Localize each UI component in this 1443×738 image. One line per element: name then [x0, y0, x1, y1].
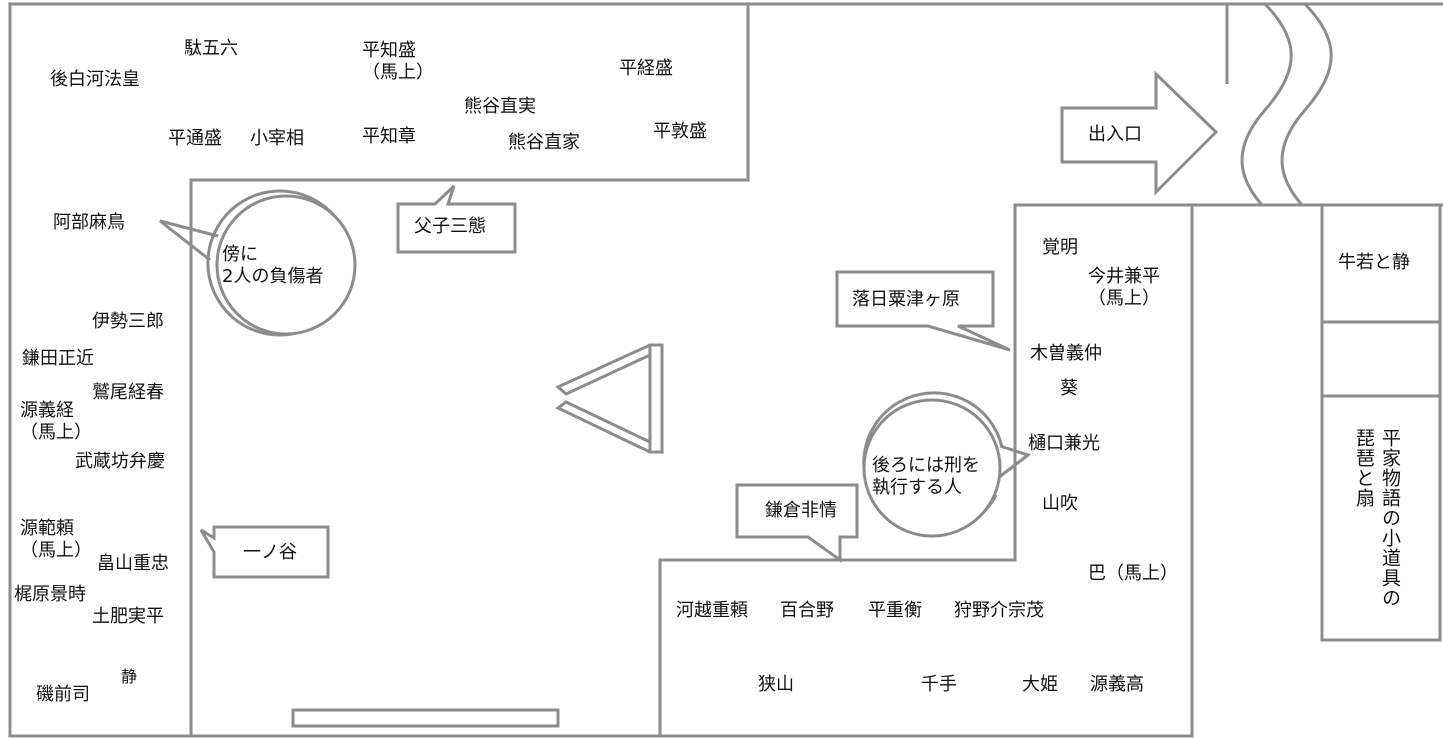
label-taira-tsunemori: 平経盛 — [619, 58, 673, 79]
center-stand — [555, 343, 664, 454]
label-minamoto-yoshitaka: 源義高 — [1090, 674, 1144, 695]
label-kosaisho: 小宰相 — [250, 128, 304, 149]
callout-ichinotani: 一ノ谷 — [243, 542, 297, 563]
label-kakumei: 覚明 — [1042, 237, 1078, 258]
callout-box-ichinotani — [199, 525, 330, 579]
label-iso-no-zenji: 磯前司 — [36, 684, 90, 705]
label-dagoroku: 駄五六 — [184, 38, 238, 59]
label-hatakeyama-shigetada: 畠山重忠 — [97, 553, 169, 574]
side-room-ushiwaka-label: 牛若と静 — [1338, 252, 1410, 273]
bubble-executioners-text: 後ろには刑を 執行する人 — [872, 455, 980, 498]
label-kano-no-suke-munemochi: 狩野介宗茂 — [954, 600, 1044, 621]
label-shizuka-small: 静 — [121, 667, 138, 686]
label-washio-tsuneharu: 鷲尾経春 — [92, 382, 164, 403]
bubble-injured-circle — [215, 194, 357, 336]
label-kawagoe-shigeyori: 河越重頼 — [676, 600, 748, 621]
bubble-executioners-circle — [862, 398, 1002, 538]
bench — [291, 708, 560, 728]
label-taira-tomoakira: 平知章 — [362, 126, 416, 147]
callout-box-kamakura — [735, 483, 859, 563]
label-yurino: 百合野 — [780, 600, 834, 621]
side-room-props-line2: 琵琶と扇 — [1353, 428, 1375, 508]
label-sayama: 狭山 — [758, 674, 794, 695]
callout-box-rakujitsu — [835, 270, 1011, 352]
bubble-injured-tail — [159, 219, 219, 262]
label-taira-atsumori: 平敦盛 — [653, 121, 707, 142]
curtain-wave-2 — [1280, 2, 1333, 206]
label-musashibo-benkei: 武蔵坊弁慶 — [75, 451, 165, 472]
label-kumagai-naozane: 熊谷直実 — [464, 96, 536, 117]
bubble-injured-text: 傍に 2人の負傷者 — [222, 244, 324, 287]
label-ohime: 大姫 — [1022, 674, 1058, 695]
label-abe-no-asadori: 阿部麻鳥 — [53, 212, 125, 233]
side-room-props — [1320, 394, 1442, 642]
label-kiso-yoshinaka: 木曽義仲 — [1030, 343, 1102, 364]
callout-fushi-sanyu: 父子三態 — [414, 216, 486, 237]
label-taira-shigehira: 平重衡 — [868, 600, 922, 621]
label-go-shirakawa: 後白河法皇 — [50, 69, 140, 90]
curtain-wave-1 — [1240, 2, 1293, 206]
label-kajiwara-kagetoki: 梶原景時 — [14, 584, 86, 605]
label-ise-saburo: 伊勢三郎 — [92, 311, 164, 332]
label-higuchi-kanemitsu: 樋口兼光 — [1028, 433, 1100, 454]
label-kamata-masachika: 鎌田正近 — [22, 348, 94, 369]
label-taira-tomomori: 平知盛 （馬上） — [362, 40, 434, 83]
label-minamoto-yoshitsune: 源義経 （馬上） — [20, 400, 92, 443]
side-room-empty — [1320, 320, 1442, 398]
label-senju: 千手 — [921, 674, 957, 695]
entrance-arrow — [1060, 70, 1219, 196]
entrance-label: 出入口 — [1088, 124, 1142, 145]
label-kumagai-naoie: 熊谷直家 — [508, 132, 580, 153]
label-tomoe: 巴（馬上） — [1088, 563, 1178, 584]
label-yamabuki: 山吹 — [1042, 493, 1078, 514]
label-imai-kanehira: 今井兼平 （馬上） — [1088, 266, 1160, 309]
callout-rakujitsu-awazu: 落日粟津ヶ原 — [852, 289, 960, 310]
bubble-executioners-tail — [997, 444, 1032, 480]
label-minamoto-noriyori: 源範頼 （馬上） — [20, 518, 92, 561]
label-taira-michimori: 平通盛 — [168, 128, 222, 149]
callout-box-fushi — [396, 184, 517, 254]
label-aoi: 葵 — [1060, 378, 1078, 399]
callout-kamakura-hijo: 鎌倉非情 — [765, 500, 837, 521]
label-doi-sanehira: 土肥実平 — [92, 606, 164, 627]
south-room-wall — [191, 203, 1194, 738]
side-room-props-line1: 平家物語の小道具の — [1379, 428, 1401, 608]
